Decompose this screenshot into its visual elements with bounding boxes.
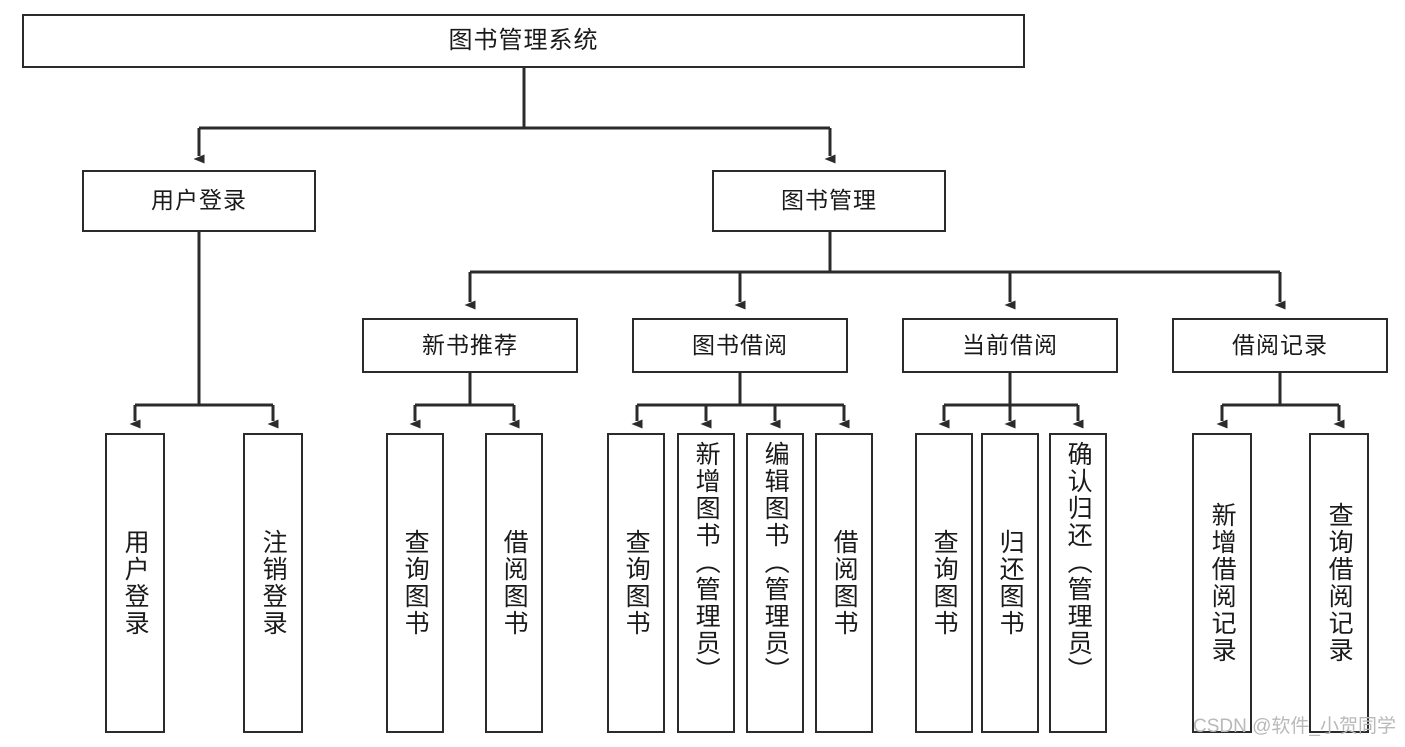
node-user-login[interactable]: 用户登录 xyxy=(82,170,316,232)
leaf-add-record[interactable]: 新增借阅记录 xyxy=(1192,433,1252,733)
leaf-borrow-book-2[interactable]: 借阅图书 xyxy=(815,433,873,733)
node-borrow-record[interactable]: 借阅记录 xyxy=(1172,318,1388,373)
leaf-add-book-label: 新增图书（管理员） xyxy=(692,441,721,684)
leaf-edit-book[interactable]: 编辑图书（管理员） xyxy=(746,433,804,733)
node-new-book-recommend-label: 新书推荐 xyxy=(422,331,518,358)
leaf-add-book[interactable]: 新增图书（管理员） xyxy=(677,433,735,733)
leaf-borrow-book-1-label: 借阅图书 xyxy=(500,529,529,637)
leaf-query-book-3-label: 查询图书 xyxy=(930,529,959,637)
leaf-return-book-label: 归还图书 xyxy=(996,529,1025,637)
node-book-borrow-label: 图书借阅 xyxy=(692,331,788,358)
leaf-user-login-label: 用户登录 xyxy=(121,529,150,637)
node-new-book-recommend[interactable]: 新书推荐 xyxy=(362,318,578,373)
leaf-query-record-label: 查询借阅记录 xyxy=(1325,502,1354,664)
leaf-add-record-label: 新增借阅记录 xyxy=(1208,502,1237,664)
leaf-query-book-3[interactable]: 查询图书 xyxy=(915,433,973,733)
node-root[interactable]: 图书管理系统 xyxy=(22,14,1025,68)
leaf-borrow-book-2-label: 借阅图书 xyxy=(830,529,859,637)
node-book-manage-label: 图书管理 xyxy=(781,187,877,214)
node-book-borrow[interactable]: 图书借阅 xyxy=(632,318,848,373)
leaf-query-book-1[interactable]: 查询图书 xyxy=(386,433,444,733)
leaf-logout[interactable]: 注销登录 xyxy=(243,433,303,733)
leaf-query-record[interactable]: 查询借阅记录 xyxy=(1309,433,1369,733)
leaf-confirm-return-label: 确认归还（管理员） xyxy=(1064,441,1093,684)
leaf-user-login[interactable]: 用户登录 xyxy=(105,433,165,733)
node-root-label: 图书管理系统 xyxy=(448,26,599,54)
node-current-borrow[interactable]: 当前借阅 xyxy=(902,318,1118,373)
leaf-edit-book-label: 编辑图书（管理员） xyxy=(761,441,790,684)
node-book-manage[interactable]: 图书管理 xyxy=(712,170,946,232)
leaf-confirm-return[interactable]: 确认归还（管理员） xyxy=(1049,433,1107,733)
node-user-login-label: 用户登录 xyxy=(151,187,247,214)
leaf-query-book-1-label: 查询图书 xyxy=(401,529,430,637)
leaf-query-book-2[interactable]: 查询图书 xyxy=(607,433,665,733)
csdn-watermark: CSDN @软件_小贺同学 xyxy=(1193,716,1396,737)
node-borrow-record-label: 借阅记录 xyxy=(1232,331,1328,358)
leaf-return-book[interactable]: 归还图书 xyxy=(981,433,1039,733)
node-current-borrow-label: 当前借阅 xyxy=(962,331,1058,358)
leaf-query-book-2-label: 查询图书 xyxy=(622,529,651,637)
leaf-logout-label: 注销登录 xyxy=(259,529,288,637)
leaf-borrow-book-1[interactable]: 借阅图书 xyxy=(485,433,543,733)
